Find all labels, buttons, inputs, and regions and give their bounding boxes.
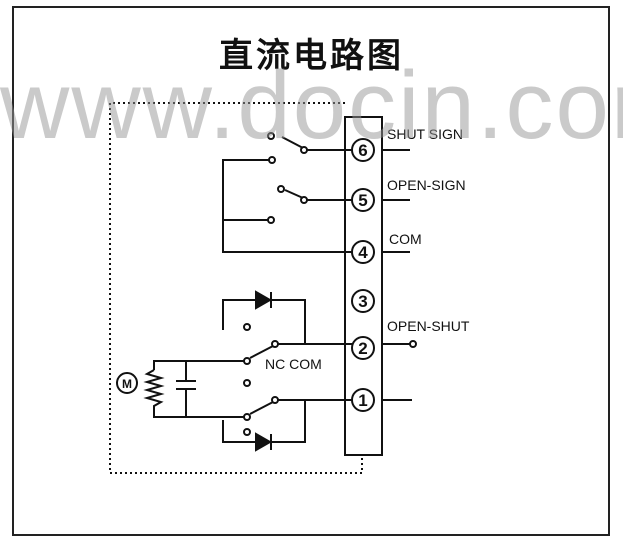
terminal-strip	[344, 116, 383, 456]
signal-bus	[222, 159, 352, 253]
upper-diode-loop	[222, 299, 352, 345]
upper-diode-icon	[255, 290, 273, 310]
nc-com-label: NC COM	[265, 356, 322, 372]
motor-icon	[116, 372, 138, 394]
lower-relay-contact-b	[243, 413, 251, 421]
terminal-5-number: 5	[358, 191, 367, 210]
open-switch-arm	[284, 189, 304, 199]
open-switch-contact-b	[267, 216, 275, 224]
shut-sign-label: SHUT SIGN	[387, 126, 463, 142]
terminal-2	[351, 336, 375, 360]
terminal-4-number: 4	[358, 243, 368, 262]
motor-wire-top	[153, 360, 244, 370]
lower-relay-contact-a	[243, 379, 251, 387]
terminal-1-number: 1	[358, 391, 367, 410]
com-label: COM	[389, 231, 422, 247]
terminal-3-number: 3	[358, 292, 367, 311]
terminal-6-number: 6	[358, 141, 367, 160]
upper-relay-arm	[249, 345, 274, 359]
open-shut-label: OPEN-SHUT	[387, 318, 470, 334]
diagram-frame	[12, 6, 610, 536]
terminal-3	[351, 289, 375, 313]
open-sign-label: OPEN-SIGN	[387, 177, 466, 193]
open-switch-contact-a	[277, 185, 285, 193]
shut-switch-contact-a	[267, 132, 275, 140]
motor-wire-bottom	[153, 410, 244, 418]
motor-label: M	[122, 377, 132, 391]
upper-relay-contact-a	[243, 323, 251, 331]
shut-switch-arm	[281, 136, 304, 149]
lower-relay-arm	[249, 401, 274, 415]
dotted-enclosure	[109, 102, 363, 474]
terminal-2-number: 2	[358, 339, 367, 358]
diagram-title: 直流电路图	[219, 36, 404, 76]
shut-switch-contact-b	[268, 156, 276, 164]
upper-relay-contact-b	[243, 357, 251, 365]
lead-2-contact	[409, 340, 417, 348]
motor-resistor	[143, 369, 165, 410]
lower-diode-icon	[255, 432, 273, 452]
